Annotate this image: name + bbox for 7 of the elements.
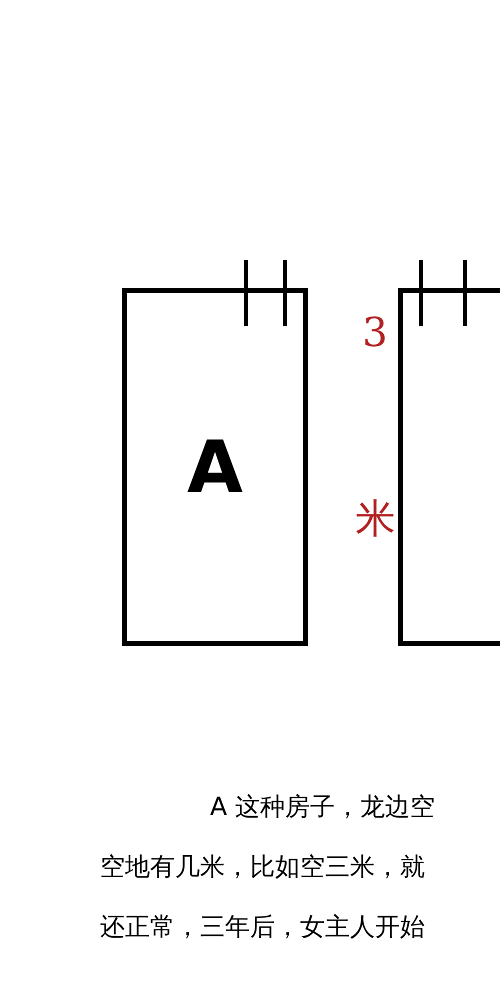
house-outline [398, 288, 500, 646]
house-letter: A [187, 431, 243, 503]
paragraph-line: A 这种房子，龙边空 [210, 791, 436, 823]
dimension-label: 3米 [351, 310, 399, 576]
paragraph-line: 空地有几米，比如空三米，就 [100, 851, 425, 883]
paragraph-line: 还正常，三年后，女主人开始 [100, 911, 425, 943]
house-outline [122, 288, 308, 646]
